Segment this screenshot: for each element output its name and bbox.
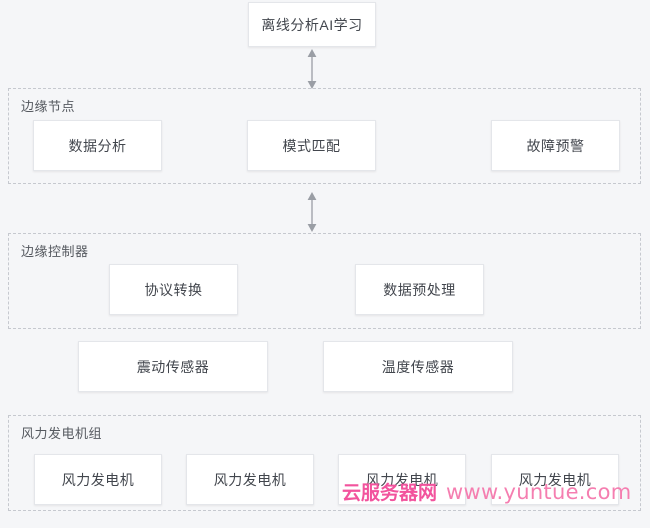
node-wind-turbine-2[interactable]: 风力发电机 (186, 454, 314, 505)
node-label: 数据预处理 (383, 281, 456, 298)
group-wind-farm: 风力发电机组 (8, 415, 641, 511)
group-edge-controller: 边缘控制器 (8, 233, 641, 329)
node-data-preprocessing[interactable]: 数据预处理 (355, 264, 484, 315)
node-label: 协议转换 (144, 281, 203, 298)
node-offline-ai-analysis[interactable]: 离线分析AI学习 (248, 2, 376, 47)
arrow-edge-node-to-controller (304, 192, 320, 232)
node-label: 风力发电机 (365, 471, 439, 488)
node-label: 震动传感器 (136, 358, 210, 375)
node-label: 数据分析 (68, 137, 127, 154)
node-data-analysis[interactable]: 数据分析 (33, 120, 162, 171)
node-wind-turbine-3[interactable]: 风力发电机 (338, 454, 466, 505)
node-temperature-sensor[interactable]: 温度传感器 (323, 341, 513, 392)
node-label: 离线分析AI学习 (261, 16, 363, 33)
group-label-wind-farm: 风力发电机组 (21, 426, 103, 441)
node-label: 风力发电机 (518, 471, 592, 488)
node-fault-warning[interactable]: 故障预警 (491, 120, 620, 171)
node-label: 风力发电机 (61, 471, 135, 488)
node-protocol-conversion[interactable]: 协议转换 (109, 264, 238, 315)
node-pattern-matching[interactable]: 模式匹配 (247, 120, 376, 171)
group-edge-node: 边缘节点 (8, 88, 641, 184)
node-label: 风力发电机 (213, 471, 287, 488)
node-label: 模式匹配 (282, 137, 341, 154)
group-label-edge-node: 边缘节点 (21, 99, 76, 114)
node-label: 故障预警 (526, 137, 585, 154)
group-label-edge-controller: 边缘控制器 (21, 244, 89, 259)
arrow-cloud-to-edge-node (304, 49, 320, 89)
node-label: 温度传感器 (381, 358, 455, 375)
node-wind-turbine-4[interactable]: 风力发电机 (491, 454, 619, 505)
node-vibration-sensor[interactable]: 震动传感器 (78, 341, 268, 392)
node-wind-turbine-1[interactable]: 风力发电机 (34, 454, 162, 505)
